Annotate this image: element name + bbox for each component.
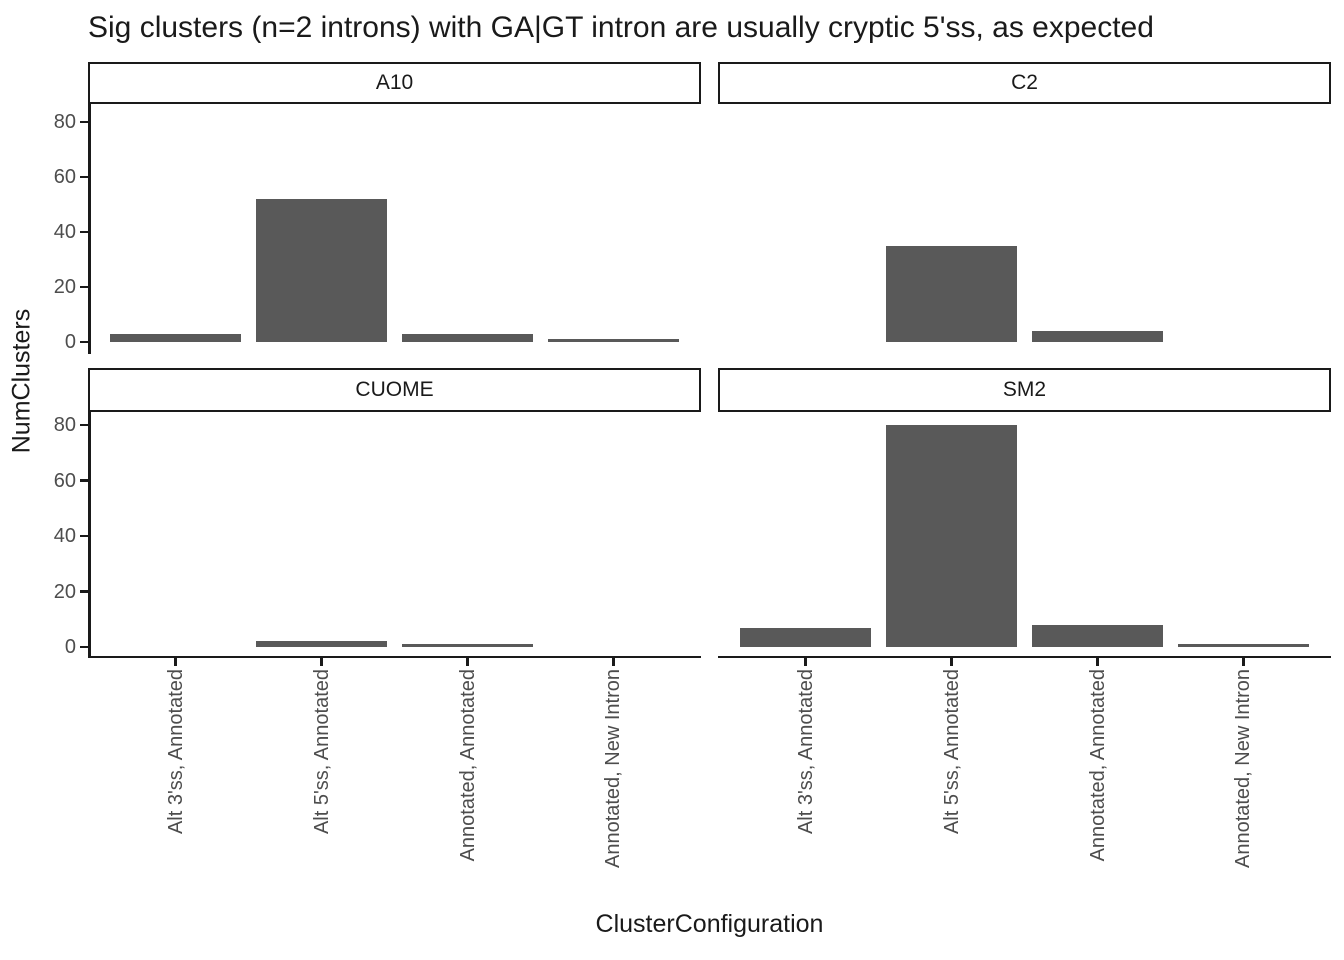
y-axis-tick-label: 40 — [53, 221, 76, 243]
x-axis-title: ClusterConfiguration — [595, 910, 824, 938]
bar — [109, 333, 242, 342]
y-axis-tick-label: 60 — [53, 166, 76, 188]
y-axis-tick — [80, 534, 88, 538]
x-axis-tick — [612, 658, 615, 666]
facet-strip-label: C2 — [1011, 71, 1038, 94]
y-axis-tick-label: 20 — [53, 580, 76, 603]
y-axis-line — [88, 104, 91, 354]
x-axis-tick-label: Alt 3'ss, Annotated — [164, 669, 187, 835]
x-axis-line — [718, 655, 1331, 658]
x-axis-tick — [804, 658, 807, 666]
y-axis-tick-label: 0 — [64, 331, 76, 353]
bar — [739, 627, 872, 647]
x-axis-tick — [174, 658, 177, 666]
bar — [1177, 644, 1310, 647]
x-axis-tick-label: Alt 5'ss, Annotated — [310, 669, 333, 835]
bar — [547, 339, 680, 342]
y-axis-tick — [80, 285, 88, 289]
y-axis-tick-label: 60 — [53, 469, 76, 492]
x-axis-tick — [466, 658, 469, 666]
y-axis-tick — [80, 479, 88, 482]
y-axis-tick — [80, 120, 88, 124]
x-axis-tick — [950, 658, 953, 666]
facet-strip-c2: C2 — [718, 62, 1331, 104]
facet-strip-sm2: SM2 — [718, 368, 1331, 412]
x-axis-tick-label: Annotated, Annotated — [456, 669, 479, 862]
chart-title: Sig clusters (n=2 introns) with GA|GT in… — [88, 11, 1154, 44]
y-axis-tick-label: 20 — [53, 276, 76, 298]
facet-strip-label: A10 — [375, 71, 414, 94]
x-axis-tick-label: Annotated, New Intron — [602, 669, 625, 869]
y-axis-tick-label: 80 — [53, 111, 76, 133]
y-axis-tick — [80, 423, 88, 427]
y-axis-line — [88, 412, 91, 658]
y-axis-tick-label: 80 — [53, 414, 76, 436]
x-axis-tick-label: Alt 5'ss, Annotated — [940, 669, 963, 835]
x-axis-tick — [320, 658, 323, 666]
facet-strip-a10: A10 — [88, 62, 701, 104]
y-axis-tick — [80, 230, 88, 234]
y-axis-tick-label: 0 — [64, 636, 76, 658]
x-axis-line — [88, 655, 701, 658]
y-axis-tick — [80, 645, 88, 649]
bar — [1031, 624, 1164, 647]
facet-strip-label: SM2 — [1002, 378, 1047, 401]
y-axis-tick — [80, 590, 88, 593]
bar — [401, 333, 534, 342]
y-axis-tick — [80, 175, 88, 179]
y-axis-tick — [80, 340, 88, 344]
x-axis-tick-label: Annotated, Annotated — [1086, 669, 1109, 862]
x-axis-tick-label: Annotated, New Intron — [1232, 669, 1255, 869]
bar — [1031, 331, 1164, 342]
bar — [255, 641, 388, 647]
y-axis-tick-label: 40 — [53, 525, 76, 547]
facet-strip-cuome: CUOME — [88, 368, 701, 412]
x-axis-tick-label: Alt 3'ss, Annotated — [794, 669, 817, 835]
x-axis-tick — [1242, 658, 1245, 666]
bar — [885, 245, 1018, 342]
bar — [255, 199, 388, 342]
facet-strip-label: CUOME — [355, 378, 434, 401]
x-axis-tick — [1096, 658, 1099, 666]
bar — [885, 425, 1018, 647]
bar — [401, 644, 534, 647]
